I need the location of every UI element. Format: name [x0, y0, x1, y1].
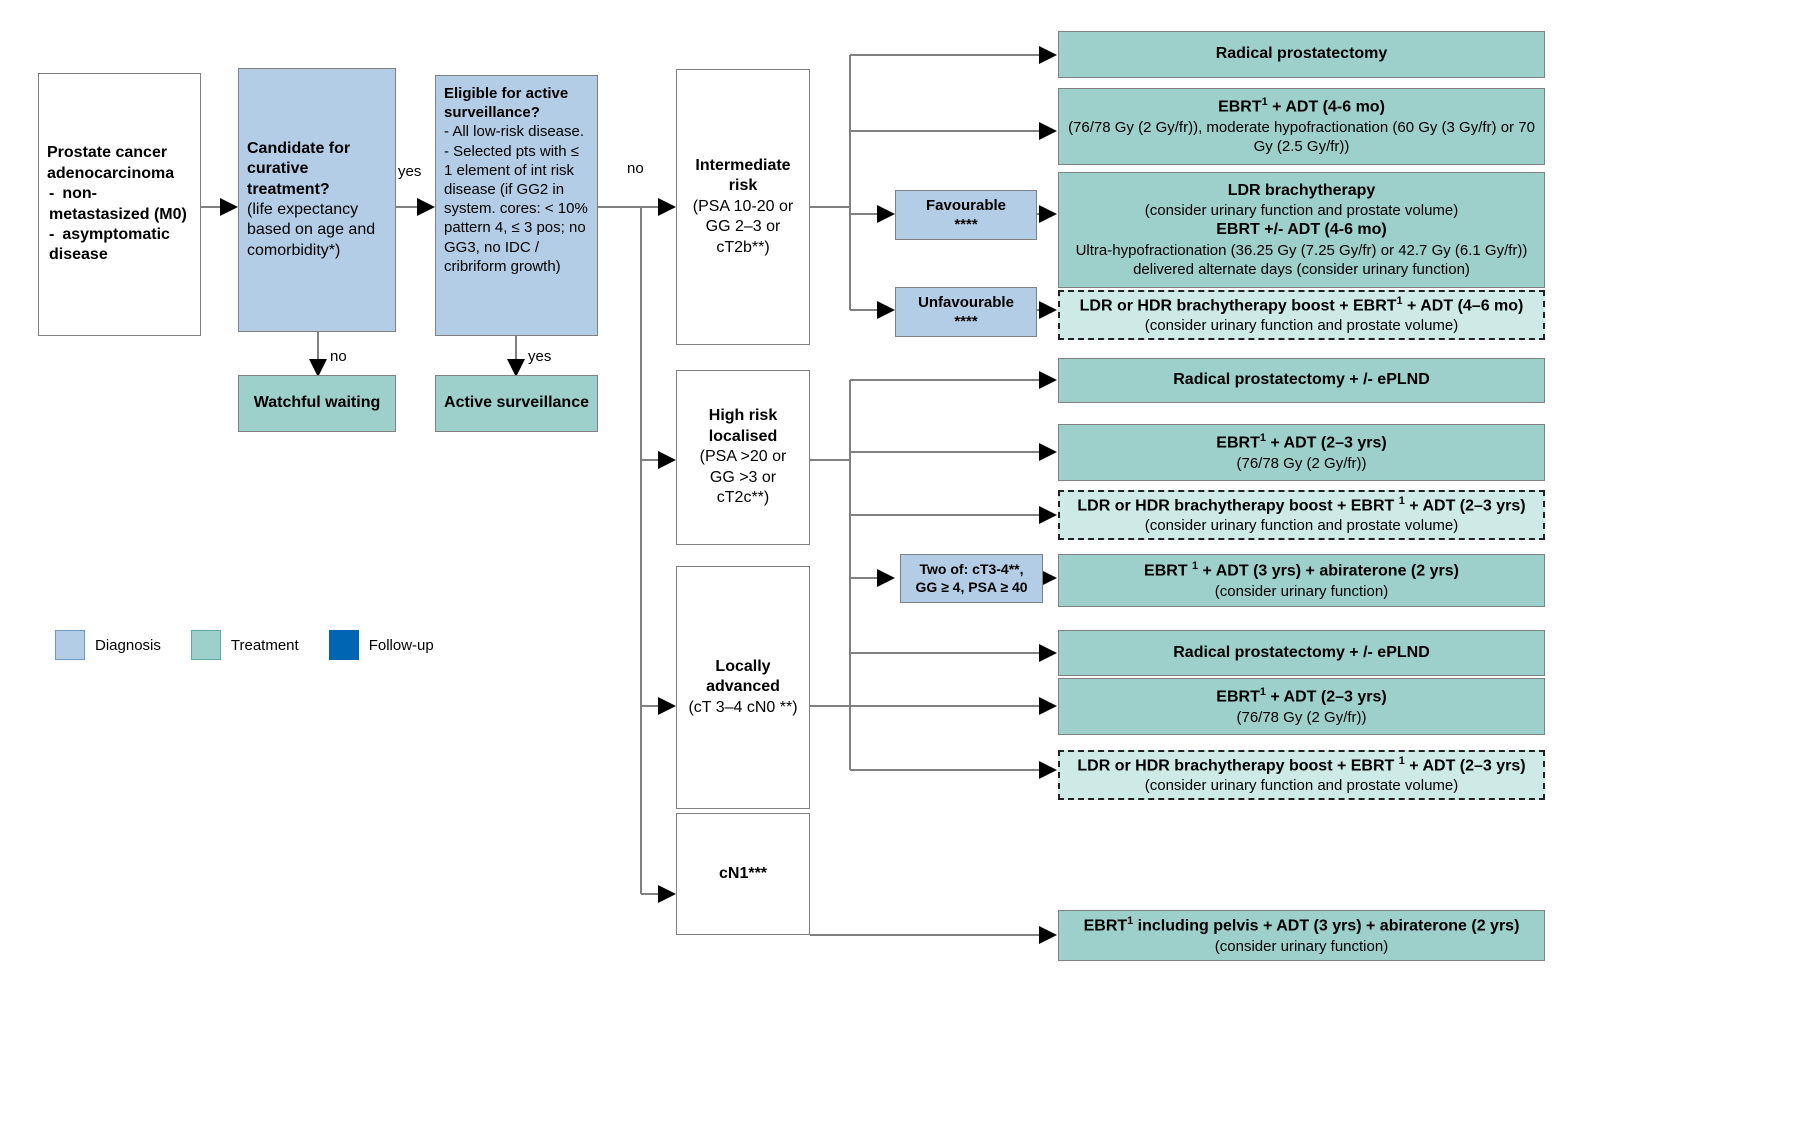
treatment-detail: (consider urinary function and prostate …	[1144, 317, 1459, 335]
node-start: Prostate cancer adenocarcinoma - non-met…	[38, 73, 201, 336]
treatment-detail-secondary: Ultra-hypofractionation (36.25 Gy (7.25 …	[1075, 241, 1528, 279]
node-high-risk-localised[interactable]: High risk localised (PSA >20 or GG >3 or…	[676, 370, 810, 545]
treatment-title-secondary: EBRT +/- ADT (4-6 mo)	[1216, 221, 1387, 239]
node-locally-advanced-sub: (cT 3–4 cN0 **)	[688, 698, 798, 716]
node-unfavourable-sub: ****	[954, 313, 978, 330]
treatment-box-radical-prostatectomy-eplnd-locally[interactable]: Radical prostatectomy + /- ePLND	[1058, 630, 1545, 676]
node-unfavourable-title: Unfavourable	[918, 293, 1014, 311]
node-watchful-waiting[interactable]: Watchful waiting	[238, 375, 396, 432]
node-two-of-criteria[interactable]: Two of: cT3-4**, GG ≥ 4, PSA ≥ 40	[900, 554, 1043, 603]
treatment-box-ebrt-adt-2-3yrs-locally[interactable]: EBRT1 + ADT (2–3 yrs) (76/78 Gy (2 Gy/fr…	[1058, 678, 1545, 735]
treatment-title: LDR or HDR brachytherapy boost + EBRT1 +…	[1079, 294, 1524, 314]
edge-label-no-surveillance: no	[627, 160, 644, 177]
node-start-bullet-1: - asymptomatic disease	[49, 225, 170, 264]
node-locally-advanced[interactable]: Locally advanced (cT 3–4 cN0 **)	[676, 566, 810, 809]
treatment-detail: (76/78 Gy (2 Gy/fr)), moderate hypofract…	[1068, 119, 1535, 156]
treatment-title: EBRT1 including pelvis + ADT (3 yrs) + a…	[1083, 915, 1520, 935]
treatment-detail: (consider urinary function)	[1214, 937, 1389, 955]
node-favourable[interactable]: Favourable ****	[895, 190, 1037, 240]
legend-label-treatment: Treatment	[230, 636, 299, 654]
treatment-detail: (consider urinary function and prostate …	[1144, 777, 1459, 795]
node-active-surveillance[interactable]: Active surveillance	[435, 375, 598, 432]
node-favourable-title: Favourable	[925, 196, 1007, 214]
treatment-box-brachy-boost-locally[interactable]: LDR or HDR brachytherapy boost + EBRT 1 …	[1058, 750, 1545, 800]
treatment-box-ebrt-pelvis-abiraterone[interactable]: EBRT1 including pelvis + ADT (3 yrs) + a…	[1058, 910, 1545, 961]
node-favourable-sub: ****	[954, 216, 978, 233]
node-start-bullet-0: - non-metastasized (M0)	[49, 185, 187, 223]
treatment-box-ebrt-adt-2-3yrs-high[interactable]: EBRT1 + ADT (2–3 yrs) (76/78 Gy (2 Gy/fr…	[1058, 424, 1545, 481]
legend: Diagnosis Treatment Follow-up	[55, 630, 434, 660]
legend-swatch-treatment	[190, 630, 221, 660]
node-intermediate-risk[interactable]: Intermediate risk (PSA 10-20 or GG 2–3 o…	[676, 69, 810, 345]
edge-label-yes-curative: yes	[398, 163, 422, 180]
treatment-detail: (76/78 Gy (2 Gy/fr))	[1236, 454, 1367, 472]
node-high-risk-title: High risk localised	[708, 407, 778, 445]
node-high-risk-sub: (PSA >20 or GG >3 or cT2c**)	[699, 448, 787, 507]
treatment-detail: (consider urinary function and prostate …	[1144, 202, 1459, 220]
node-start-title: Prostate cancer adenocarcinoma	[47, 144, 175, 182]
treatment-title: Radical prostatectomy + /- ePLND	[1173, 371, 1430, 389]
treatment-detail: (76/78 Gy (2 Gy/fr))	[1236, 708, 1367, 726]
treatment-box-radical-prostatectomy[interactable]: Radical prostatectomy	[1058, 31, 1545, 78]
treatment-title: EBRT1 + ADT (2–3 yrs)	[1216, 686, 1387, 706]
node-unfavourable[interactable]: Unfavourable ****	[895, 287, 1037, 337]
legend-swatch-follow-up	[328, 630, 359, 660]
node-candidate-title: Candidate for curative treatment?	[247, 139, 351, 198]
node-candidate-sub: (life expectancy based on age and comorb…	[247, 201, 376, 259]
treatment-title: LDR or HDR brachytherapy boost + EBRT 1 …	[1077, 494, 1526, 514]
treatment-title: EBRT 1 + ADT (3 yrs) + abiraterone (2 yr…	[1144, 560, 1459, 580]
legend-label-diagnosis: Diagnosis	[95, 636, 161, 654]
treatment-box-radical-prostatectomy-eplnd-high[interactable]: Radical prostatectomy + /- ePLND	[1058, 358, 1545, 403]
treatment-detail: (consider urinary function and prostate …	[1144, 517, 1459, 535]
node-eligible-active-surveillance[interactable]: Eligible for active surveillance? - All …	[435, 75, 598, 336]
legend-label-follow-up: Follow-up	[368, 636, 434, 654]
node-cn1-title: cN1***	[718, 864, 768, 882]
node-candidate-curative[interactable]: Candidate for curative treatment? (life …	[238, 68, 396, 332]
treatment-detail: (consider urinary function)	[1214, 582, 1389, 600]
legend-swatch-diagnosis	[55, 630, 85, 660]
node-locally-advanced-title: Locally advanced	[706, 657, 780, 696]
treatment-title: EBRT1 + ADT (4-6 mo)	[1218, 96, 1385, 116]
node-eligible-sub: - All low-risk disease. - Selected pts w…	[444, 123, 588, 275]
edge-label-no-curative: no	[330, 348, 347, 365]
treatment-box-brachy-boost-high[interactable]: LDR or HDR brachytherapy boost + EBRT 1 …	[1058, 490, 1545, 540]
treatment-title: LDR or HDR brachytherapy boost + EBRT 1 …	[1077, 754, 1526, 774]
node-intermediate-title: Intermediate risk	[695, 156, 791, 195]
node-cn1[interactable]: cN1***	[676, 813, 810, 935]
node-active-surv-title: Active surveillance	[444, 394, 589, 412]
treatment-title: Radical prostatectomy + /- ePLND	[1173, 643, 1430, 661]
treatment-title: Radical prostatectomy	[1215, 45, 1388, 63]
node-eligible-title: Eligible for active surveillance?	[444, 85, 569, 122]
treatment-title: EBRT1 + ADT (2–3 yrs)	[1216, 432, 1387, 452]
treatment-box-ldr-brachytherapy[interactable]: LDR brachytherapy (consider urinary func…	[1058, 172, 1545, 288]
node-watchful-title: Watchful waiting	[253, 394, 381, 412]
node-two-of-title: Two of: cT3-4**, GG ≥ 4, PSA ≥ 40	[915, 560, 1028, 595]
treatment-box-brachy-boost-intermediate[interactable]: LDR or HDR brachytherapy boost + EBRT1 +…	[1058, 290, 1545, 340]
node-intermediate-sub: (PSA 10-20 or GG 2–3 or cT2b**)	[692, 197, 794, 256]
treatment-box-ebrt-adt-4-6mo[interactable]: EBRT1 + ADT (4-6 mo) (76/78 Gy (2 Gy/fr)…	[1058, 88, 1545, 165]
treatment-box-ebrt-adt-abiraterone[interactable]: EBRT 1 + ADT (3 yrs) + abiraterone (2 yr…	[1058, 554, 1545, 607]
edge-label-yes-surveillance: yes	[528, 348, 552, 365]
treatment-title: LDR brachytherapy	[1227, 181, 1376, 199]
